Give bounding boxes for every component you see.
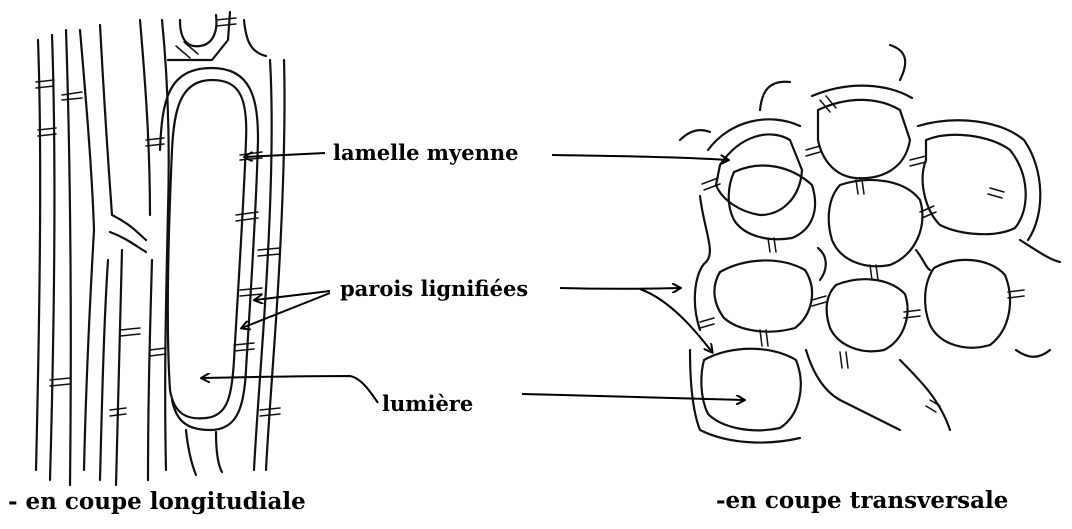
transverse-section — [680, 45, 1060, 443]
label-parois-lignifiees: parois lignifiées — [340, 278, 528, 299]
arrow-parois-left-2 — [242, 293, 330, 328]
arrow-parois-right-2 — [640, 289, 712, 352]
caption-longitudinal: - en coupe longitudiale — [8, 490, 306, 513]
arrow-lamelle-right — [552, 155, 728, 160]
arrow-lumiere-right — [522, 394, 744, 400]
label-lamelle-myenne: lamelle myenne — [333, 142, 518, 163]
arrow-parois-right — [560, 288, 680, 289]
pits-transverse — [700, 96, 1024, 412]
caption-transversal: -en coupe transversale — [716, 489, 1008, 512]
longitudinal-section — [36, 12, 285, 485]
label-lumiere: lumière — [382, 393, 473, 414]
